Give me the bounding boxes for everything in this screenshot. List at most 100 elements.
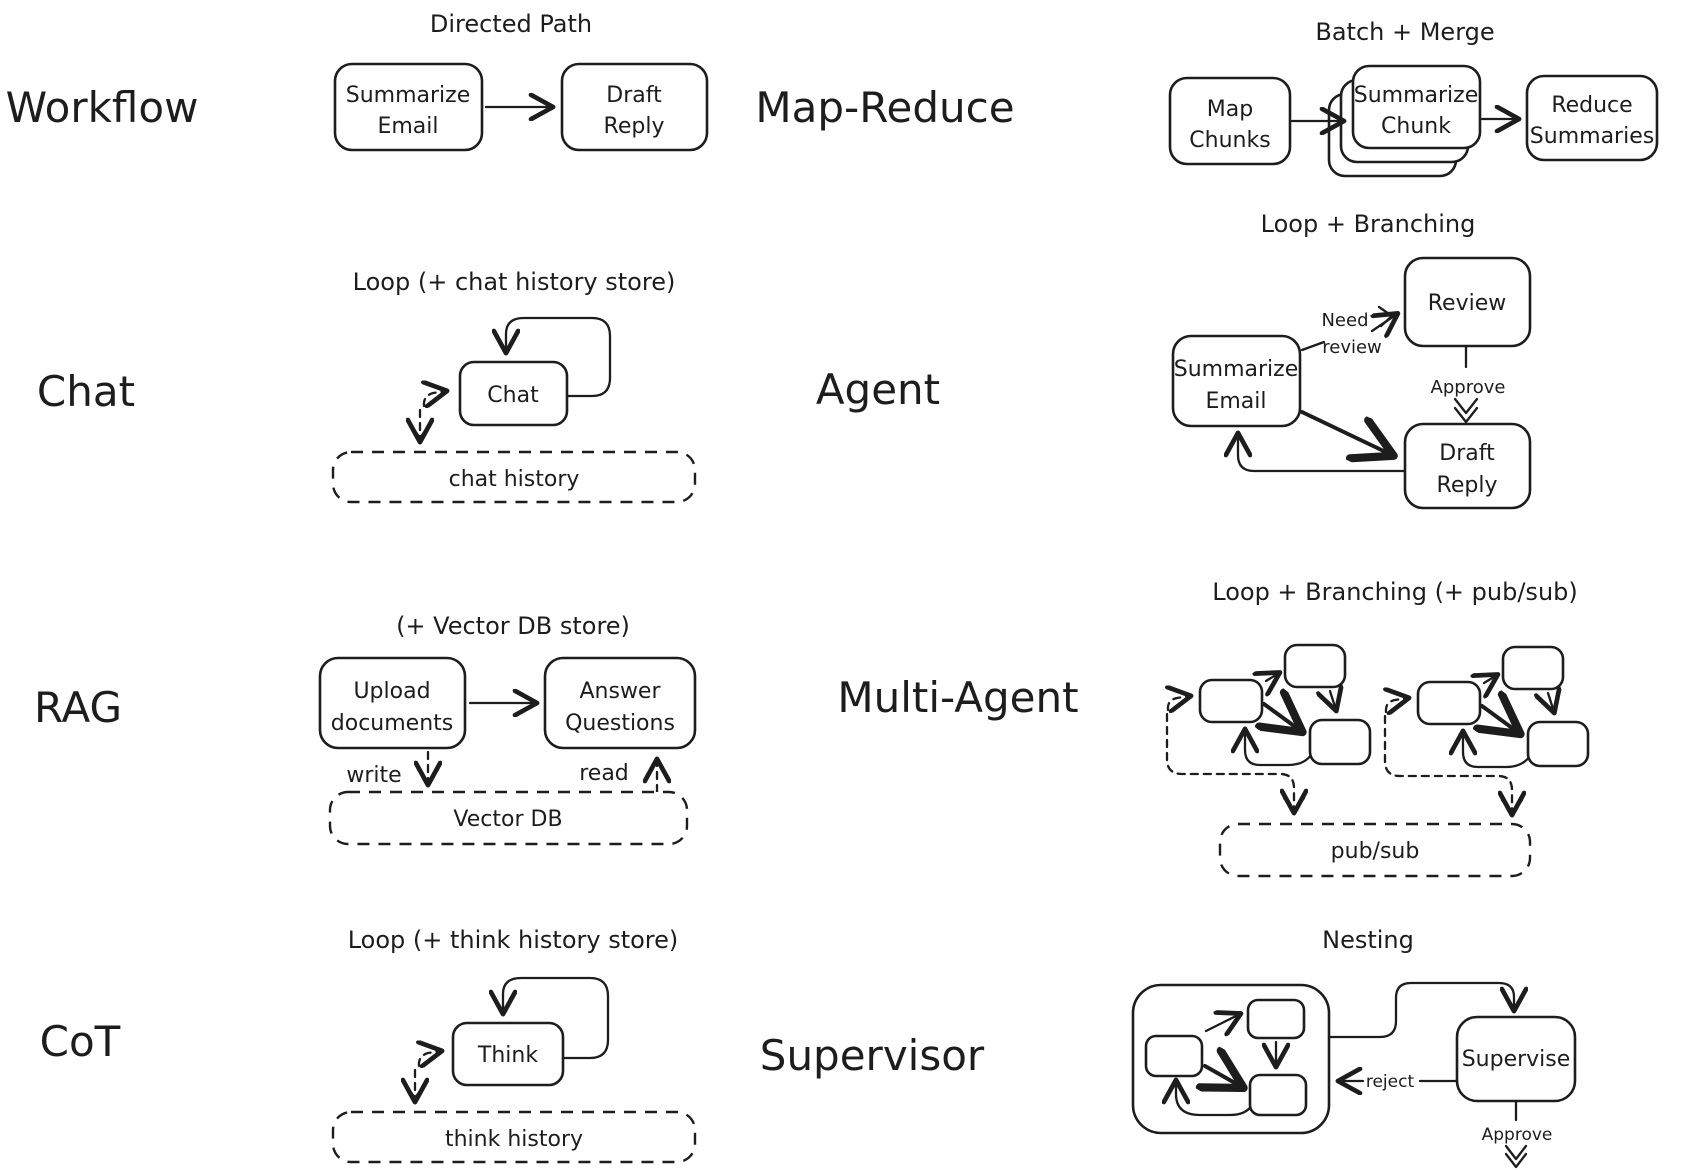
node-map-chunks [1168, 76, 1292, 166]
node-label: Summarize [1174, 357, 1299, 382]
section-supervisor: Supervisor Nesting Supervise reject Appr… [760, 926, 1577, 1169]
store-pubsub [1218, 822, 1532, 878]
arrowhead-approve [1504, 1152, 1528, 1169]
node-review [1403, 256, 1532, 348]
node-label: Email [1205, 389, 1266, 414]
node-draft-reply [560, 62, 709, 152]
agent-cluster [1385, 647, 1588, 814]
arrow-draft-to-summarize [1238, 434, 1407, 473]
arrow-summarize-to-draft [1300, 410, 1392, 455]
arrow-agent-to-pubsub [1165, 712, 1294, 812]
node-reduce-summaries [1525, 74, 1659, 162]
node-label: Review [1428, 291, 1507, 316]
arrow-left-to-bottom [1205, 1066, 1242, 1087]
edge-label-approve: Approve [1482, 1125, 1553, 1145]
node-summarize-email [1171, 334, 1302, 428]
pattern-title: Batch + Merge [1315, 18, 1494, 46]
node-label: Questions [565, 711, 675, 736]
section-label: Map-Reduce [755, 83, 1014, 132]
pattern-title: Nesting [1322, 926, 1414, 954]
node-label: Chunk [1381, 114, 1451, 139]
edge-label-write: write [346, 763, 401, 788]
agent-node [1198, 678, 1264, 724]
arrowhead-approve [1504, 1144, 1528, 1161]
pattern-title: Loop (+ think history store) [348, 926, 679, 954]
arrow-container-to-supervise [1328, 981, 1514, 1039]
arrowhead-extra [403, 1082, 427, 1100]
arrowhead-extra [416, 766, 440, 784]
node-label: Reply [604, 114, 665, 139]
node-label: Chat [487, 383, 539, 408]
agent-node [1283, 643, 1347, 689]
edge-need-review-leader [1300, 340, 1326, 352]
arrow-loop-back [1245, 730, 1315, 767]
node-label: documents [331, 711, 453, 736]
store-label: pub/sub [1331, 839, 1420, 864]
section-label: CoT [40, 1017, 121, 1066]
store-label: chat history [449, 467, 580, 492]
node-label: Answer [579, 679, 661, 704]
edge-label-reject: reject [1366, 1072, 1415, 1092]
arrow-pubsub-to-agent [1168, 696, 1190, 710]
edge-label-need-review: review [1322, 337, 1382, 358]
arrow-left-to-top [1266, 673, 1279, 681]
store-label: think history [445, 1127, 583, 1152]
node-label: Map [1207, 97, 1253, 122]
node-label: Reply [1437, 473, 1498, 498]
arrow-top-to-bottom [1330, 691, 1336, 710]
pattern-title: Loop + Branching (+ pub/sub) [1212, 578, 1578, 606]
node-think [451, 1021, 565, 1087]
section-label: Agent [816, 365, 940, 414]
section-multi-agent: Multi-Agent Loop + Branching (+ pub/sub)… [837, 578, 1588, 878]
agent-node [1248, 1073, 1308, 1117]
node-summarize-chunk [1351, 64, 1482, 150]
arrow-self-loop [506, 316, 612, 398]
store-vector-db [328, 790, 689, 846]
pattern-title: (+ Vector DB store) [396, 612, 630, 640]
node-label: Draft [1439, 441, 1495, 466]
agent-cluster [1165, 643, 1372, 813]
node-label: Summaries [1530, 124, 1654, 149]
node-chat [458, 360, 569, 427]
agent-node [1308, 718, 1372, 766]
arrow-loop-back [1176, 1081, 1254, 1117]
node-label: Email [377, 114, 438, 139]
arrow-left-to-top [1204, 1014, 1240, 1031]
pattern-title: Directed Path [430, 10, 592, 38]
arrow-store-to-think [419, 1051, 441, 1066]
pattern-title: Loop + Branching [1261, 210, 1476, 238]
node-label: Chunks [1189, 128, 1270, 153]
edge-label-read: read [579, 761, 629, 786]
edge-label-need-review: Need [1321, 310, 1368, 331]
section-label: Multi-Agent [837, 673, 1078, 722]
arrowhead-extra [1377, 305, 1394, 328]
arrowhead-approve [1453, 397, 1479, 415]
node-label: Upload [353, 679, 430, 704]
edge-label-approve: Approve [1431, 377, 1506, 398]
store-label: Vector DB [453, 807, 562, 832]
node-label: Think [477, 1043, 538, 1068]
section-cot: CoT Loop (+ think history store) Think t… [40, 926, 697, 1164]
store-chat-history [331, 450, 697, 504]
arrowhead-approve [1453, 406, 1479, 424]
pattern-title: Loop (+ chat history store) [353, 268, 676, 296]
section-map-reduce: Map-Reduce Batch + Merge Map Chunks Summ… [755, 18, 1659, 178]
arrow-store-to-chat [424, 391, 446, 406]
arrowhead-extra [1282, 796, 1306, 813]
section-label: Workflow [6, 83, 199, 132]
arrow-self-loop [503, 976, 610, 1060]
section-label: Supervisor [760, 1031, 985, 1080]
section-chat: Chat Loop (+ chat history store) Chat ch… [37, 268, 697, 504]
node-label: Summarize [346, 83, 471, 108]
node-draft-reply [1403, 422, 1532, 510]
section-agent: Agent Loop + Branching Review Summarize … [816, 210, 1532, 510]
node-label: Draft [606, 83, 662, 108]
section-label: Chat [37, 367, 135, 416]
node-answer-questions [543, 656, 697, 750]
agent-node [1144, 1034, 1204, 1078]
arrow-left-to-bottom [1264, 704, 1301, 731]
section-workflow: Workflow Directed Path Summarize Email D… [6, 10, 709, 152]
section-label: RAG [34, 683, 122, 732]
